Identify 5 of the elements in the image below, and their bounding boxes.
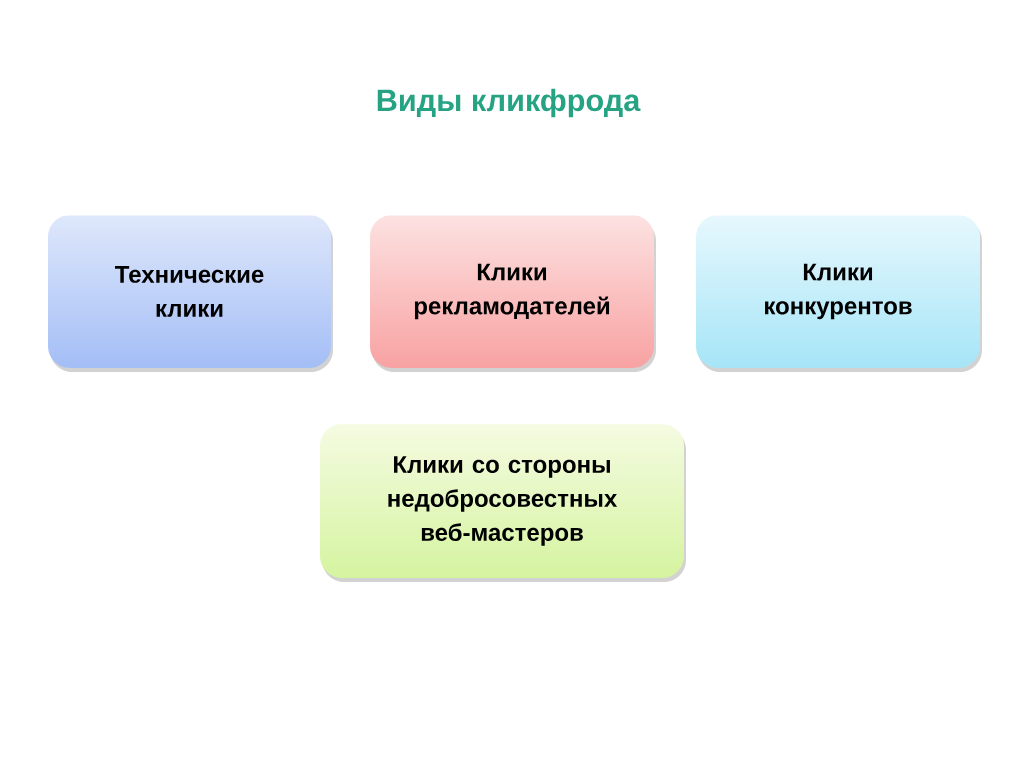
title: Виды кликфрода	[377, 88, 641, 118]
rounded-box: Технические клики	[48, 215, 333, 372]
rounded-box: Клики со стороны недобросовестных веб-мастеров	[320, 424, 686, 582]
rounded-box: Клики рекламодателей	[370, 215, 656, 372]
rounded-box: Клики конкурентов	[696, 215, 982, 372]
